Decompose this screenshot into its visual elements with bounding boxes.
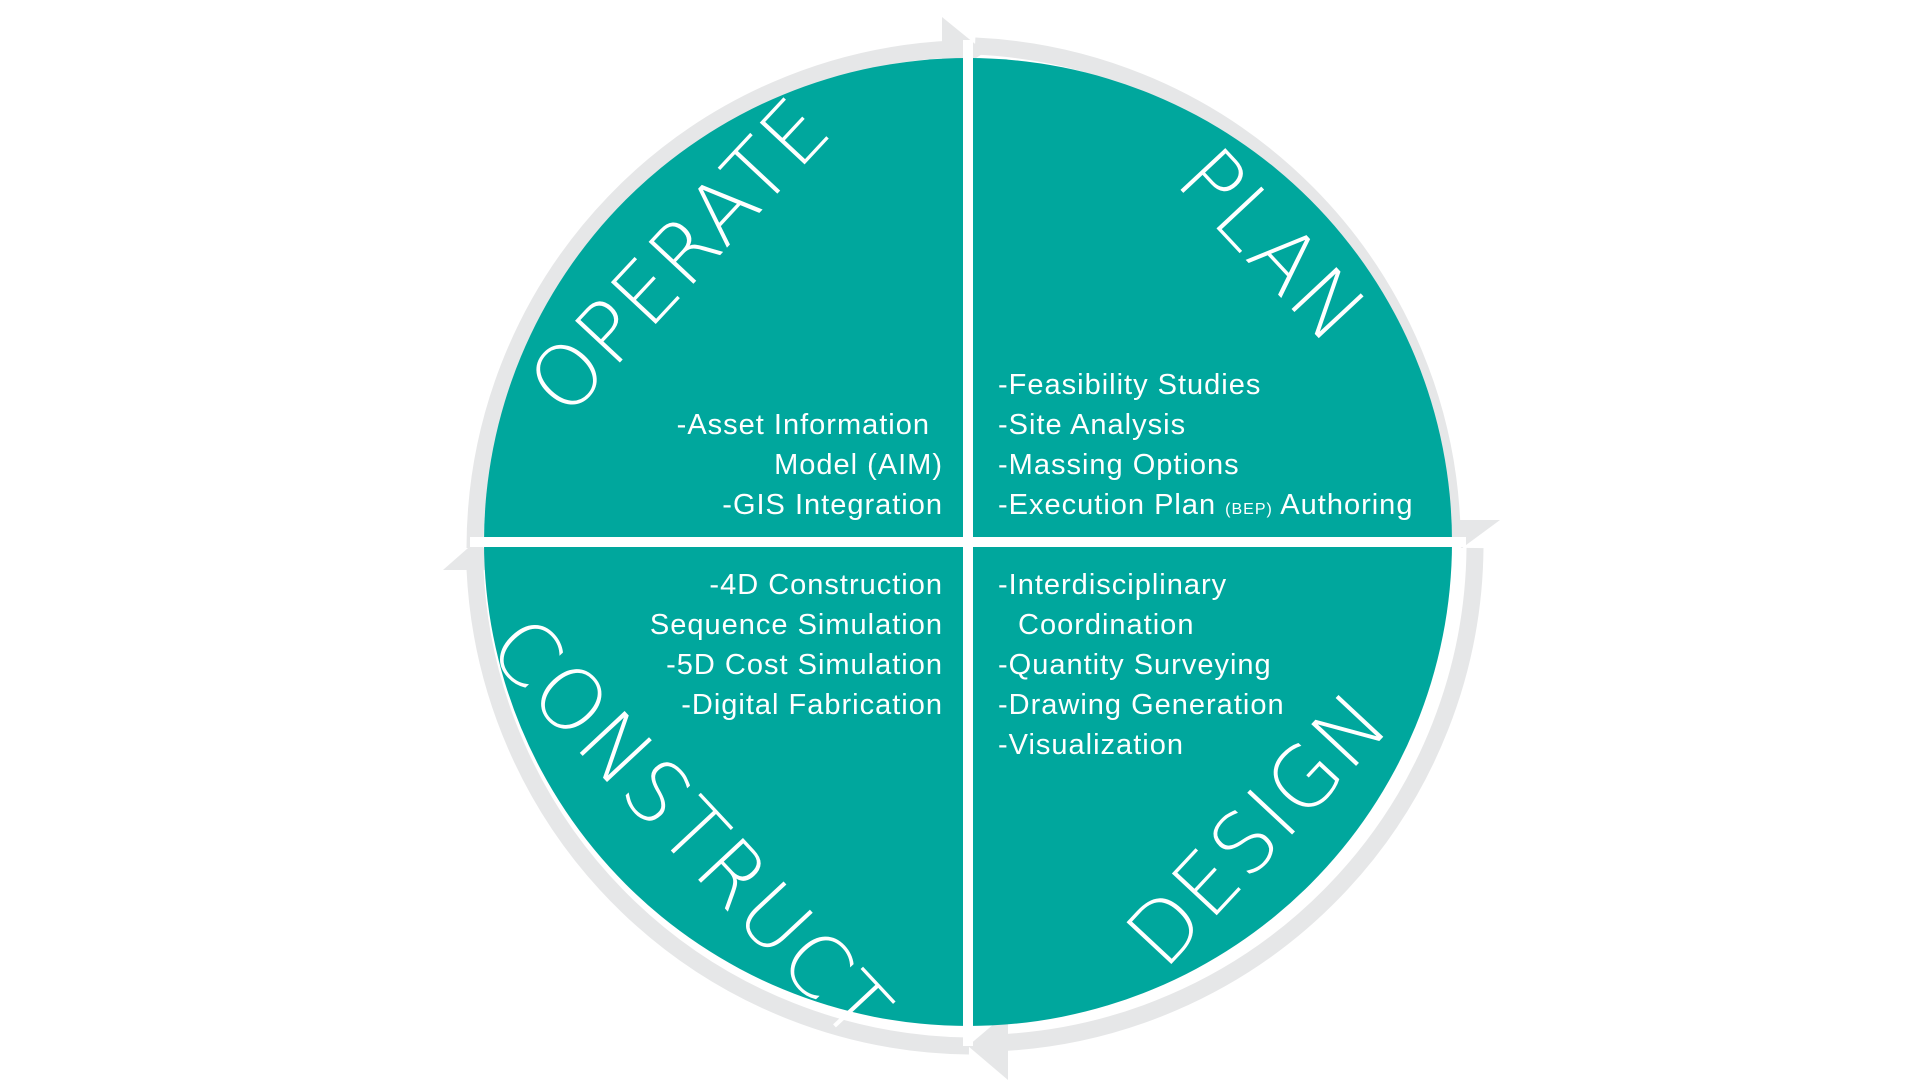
list-item: Model (AIM) — [774, 449, 943, 481]
quadrant-design — [968, 542, 1452, 1026]
list-item: -Visualization — [998, 729, 1184, 761]
operate-items: -Asset Information Model (AIM) -GIS Inte… — [677, 409, 943, 521]
construct-items: -4D Construction Sequence Simulation -5D… — [650, 569, 943, 721]
list-item: -Massing Options — [998, 449, 1240, 481]
list-item: Coordination — [1018, 609, 1194, 641]
ring-arc-operate — [466, 40, 956, 549]
execution-plan-prefix: -Execution Plan — [998, 489, 1225, 521]
quadrant-construct — [484, 542, 968, 1026]
list-item: -Asset Information — [677, 409, 930, 441]
list-item: -Drawing Generation — [998, 689, 1285, 721]
execution-plan-suffix: Authoring — [1273, 489, 1414, 521]
list-item: -Feasibility Studies — [998, 369, 1261, 401]
execution-plan-abbrev: (BEP) — [1225, 501, 1273, 518]
list-item: -5D Cost Simulation — [666, 649, 943, 681]
list-item: -Execution Plan (BEP) Authoring — [998, 489, 1413, 521]
quadrant-operate — [484, 58, 968, 542]
arrowhead-bottom — [968, 1012, 1008, 1080]
list-item: -Quantity Surveying — [998, 649, 1272, 681]
list-item: -GIS Integration — [722, 489, 943, 521]
list-item: -Site Analysis — [998, 409, 1186, 441]
quadrant-plan — [968, 58, 1452, 542]
design-items: -Interdisciplinary Coordination -Quantit… — [998, 569, 1285, 761]
list-item: -Digital Fabrication — [681, 689, 943, 721]
dividers — [470, 40, 1466, 1046]
ring-arc-construct — [466, 568, 970, 1055]
quadrants — [484, 58, 1452, 1026]
list-item: Sequence Simulation — [650, 609, 943, 641]
list-item: -Interdisciplinary — [998, 569, 1227, 601]
list-item: -4D Construction — [709, 569, 943, 601]
plan-items: -Feasibility Studies -Site Analysis -Mas… — [998, 369, 1413, 521]
ring-arc-design — [994, 547, 1484, 1052]
